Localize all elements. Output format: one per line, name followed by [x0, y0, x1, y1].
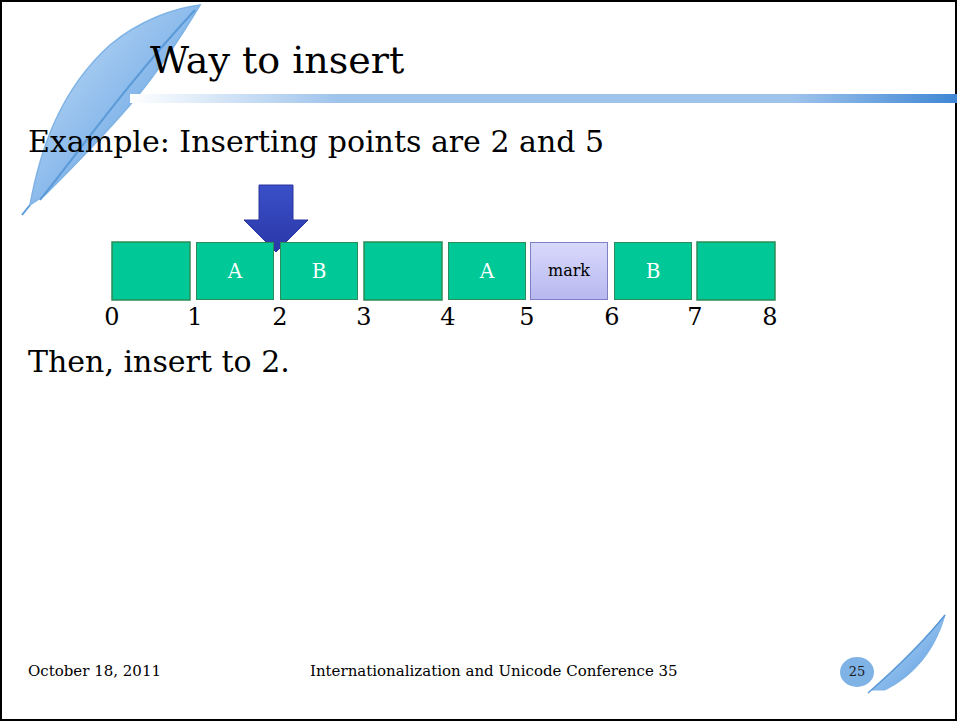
- feather-decoration: [868, 615, 945, 693]
- cell-box: B: [614, 242, 692, 300]
- mark-box: mark: [530, 242, 608, 300]
- index-number: 6: [604, 304, 619, 330]
- page-number: 25: [849, 665, 866, 679]
- cell-text: B: [312, 260, 327, 282]
- title-rule: [130, 94, 957, 103]
- index-number: 7: [687, 304, 702, 330]
- index-number: 5: [519, 304, 534, 330]
- index-number: 2: [272, 304, 287, 330]
- index-number: 3: [356, 304, 371, 330]
- cell-box: B: [280, 242, 358, 300]
- index-number: 4: [440, 304, 455, 330]
- slide-title: Way to insert: [150, 40, 404, 82]
- cell-box: A: [448, 242, 526, 300]
- empty-cells: [112, 242, 775, 300]
- footer-conference: Internationalization and Unicode Confere…: [310, 663, 678, 680]
- index-number: 1: [187, 304, 202, 330]
- page-number-badge: 25: [840, 657, 874, 687]
- example-text: Example: Inserting points are 2 and 5: [28, 125, 604, 158]
- cell-text: A: [228, 260, 242, 282]
- cell-box: A: [196, 242, 274, 300]
- cell-text: A: [480, 260, 494, 282]
- cell-text: B: [646, 260, 661, 282]
- index-number: 0: [104, 304, 119, 330]
- cell-text: mark: [548, 262, 590, 280]
- feather-decoration: [22, 5, 200, 215]
- index-number: 8: [762, 304, 777, 330]
- instruction-text: Then, insert to 2.: [28, 345, 290, 378]
- footer-date: October 18, 2011: [28, 663, 161, 680]
